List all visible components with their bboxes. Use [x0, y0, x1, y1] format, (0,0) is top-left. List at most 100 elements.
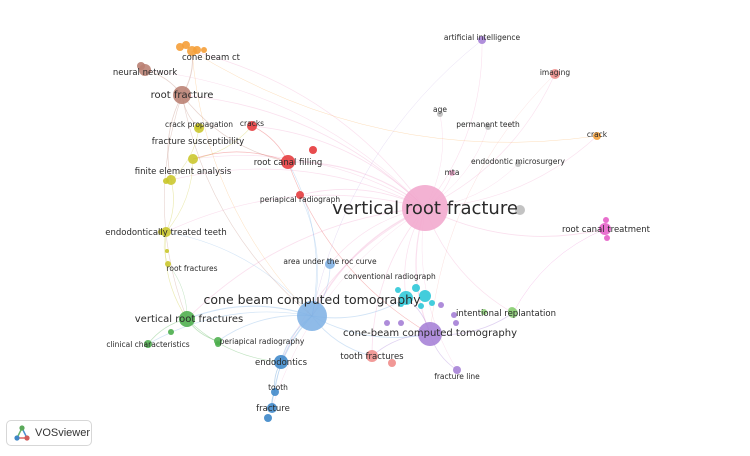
node-label-nn[interactable]: neural network — [113, 68, 177, 78]
unlabeled-node-11[interactable] — [395, 287, 401, 293]
node-cc[interactable] — [144, 340, 152, 348]
node-label-toothfractures[interactable]: tooth fractures — [340, 352, 404, 362]
node-label-pr[interactable]: periapical radiograph — [260, 195, 340, 204]
node-auc[interactable] — [325, 259, 335, 269]
node-vrf[interactable] — [402, 185, 448, 231]
unlabeled-node-13[interactable] — [398, 320, 404, 326]
node-label-crack[interactable]: crack — [587, 130, 608, 139]
node-label-imaging[interactable]: imaging — [540, 68, 571, 77]
node-label-vrfs[interactable]: vertical root fractures — [135, 314, 243, 325]
node-label-cr[interactable]: conventional radiograph — [344, 272, 436, 281]
unlabeled-node-14[interactable] — [384, 320, 390, 326]
node-label-age[interactable]: age — [433, 105, 447, 114]
unlabeled-node-16[interactable] — [451, 312, 457, 318]
node-label-em[interactable]: endodontic microsurgery — [471, 157, 565, 166]
node-label-rcf[interactable]: root canal filling — [254, 158, 323, 168]
node-mta[interactable] — [449, 170, 455, 176]
node-tooth[interactable] — [271, 388, 279, 396]
node-imaging[interactable] — [550, 69, 560, 79]
node-toothfractures[interactable] — [366, 350, 378, 362]
unlabeled-node-22[interactable] — [168, 329, 174, 335]
node-label-fracture[interactable]: fracture — [256, 404, 290, 414]
node-pr[interactable] — [296, 191, 304, 199]
node-label-cracks[interactable]: cracks — [240, 119, 264, 128]
unlabeled-node-25[interactable] — [165, 249, 169, 253]
node-label-tooth[interactable]: tooth — [268, 383, 288, 392]
link-cbct-rcf — [287, 161, 317, 317]
vosviewer-logo[interactable]: VOSviewer — [6, 420, 92, 446]
unlabeled-node-21[interactable] — [604, 235, 610, 241]
node-label-perirad[interactable]: periapical radiography — [220, 337, 305, 346]
node-label-fs[interactable]: fracture susceptibility — [152, 137, 244, 147]
node-perirad[interactable] — [214, 337, 222, 345]
link-vrf-vrfs — [186, 207, 426, 320]
node-ir[interactable] — [508, 308, 518, 318]
node-label-fl[interactable]: fracture line — [434, 372, 480, 381]
node-age[interactable] — [437, 111, 443, 117]
node-pt[interactable] — [485, 124, 491, 130]
unlabeled-node-7[interactable] — [412, 284, 420, 292]
unlabeled-node-3[interactable] — [201, 47, 207, 53]
node-cr[interactable] — [399, 291, 413, 305]
node-label-pt[interactable]: permanent teeth — [456, 120, 520, 129]
node-ett[interactable] — [161, 227, 171, 237]
node-cbct3[interactable] — [187, 46, 197, 56]
node-endodontics[interactable] — [274, 355, 288, 369]
node-ai[interactable] — [478, 36, 486, 44]
unlabeled-node-20[interactable] — [603, 217, 609, 223]
node-label-endodontics[interactable]: endodontics — [255, 358, 308, 368]
node-vrfs[interactable] — [179, 311, 195, 327]
node-fea[interactable] — [166, 175, 176, 185]
node-label-rootfracture[interactable]: root fracture — [151, 90, 214, 101]
unlabeled-node-9[interactable] — [418, 303, 424, 309]
unlabeled-node-18[interactable] — [264, 414, 272, 422]
node-rct[interactable] — [599, 223, 611, 235]
node-rcf[interactable] — [281, 155, 295, 169]
link-vrf-rootfracture — [181, 94, 426, 209]
node-label-ir[interactable]: intentional replantation — [456, 309, 556, 319]
node-label-mta[interactable]: mta — [445, 168, 460, 177]
node-fs[interactable] — [188, 154, 198, 164]
link-vrf-fea — [170, 168, 426, 209]
unlabeled-node-8[interactable] — [429, 300, 435, 306]
unlabeled-node-28[interactable] — [481, 309, 487, 315]
link-ett-vrfs — [164, 231, 188, 320]
node-em[interactable] — [515, 161, 521, 167]
link-fs-cracks — [192, 125, 253, 160]
unlabeled-node-17[interactable] — [388, 359, 396, 367]
node-label-cbct[interactable]: cone beam computed tomography — [204, 292, 422, 307]
unlabeled-node-15[interactable] — [453, 320, 459, 326]
node-label-cbct2[interactable]: cone-beam computed tomography — [343, 328, 517, 339]
node-rootfracture[interactable] — [173, 86, 191, 104]
unlabeled-node-12[interactable] — [438, 302, 444, 308]
node-label-cc[interactable]: clinical characteristics — [106, 340, 189, 349]
node-label-fea[interactable]: finite element analysis — [135, 167, 232, 177]
node-label-rct[interactable]: root canal treatment — [562, 225, 651, 235]
node-label-cbct3[interactable]: cone beam ct — [182, 53, 241, 63]
node-rf2[interactable] — [165, 261, 171, 267]
node-fracture[interactable] — [267, 403, 277, 413]
node-label-auc[interactable]: area under the roc curve — [283, 257, 377, 266]
link-vrf-cracks — [251, 125, 426, 209]
node-cbct[interactable] — [297, 301, 327, 331]
node-fl[interactable] — [453, 366, 461, 374]
unlabeled-node-5[interactable] — [309, 146, 317, 154]
node-label-rf2[interactable]: root fractures — [167, 264, 218, 273]
node-label-ai[interactable]: artificial intelligence — [444, 33, 521, 42]
node-cracks[interactable] — [247, 121, 257, 131]
link-vrfs-endodontics — [186, 318, 282, 363]
node-label-ett[interactable]: endodontically treated teeth — [105, 228, 226, 238]
node-label-vrf[interactable]: vertical root fracture — [332, 198, 518, 219]
node-cp[interactable] — [194, 123, 204, 133]
node-cbct2[interactable] — [418, 322, 442, 346]
unlabeled-node-6[interactable] — [419, 290, 431, 302]
unlabeled-node-1[interactable] — [182, 41, 190, 49]
node-nn[interactable] — [139, 64, 151, 76]
unlabeled-node-19[interactable] — [515, 205, 525, 215]
link-vrf-crack — [424, 135, 598, 209]
node-crack[interactable] — [593, 132, 601, 140]
link-cbct-cc — [147, 311, 313, 345]
link-cbct-ett — [165, 231, 313, 317]
node-label-cp[interactable]: crack propagation — [165, 120, 233, 129]
